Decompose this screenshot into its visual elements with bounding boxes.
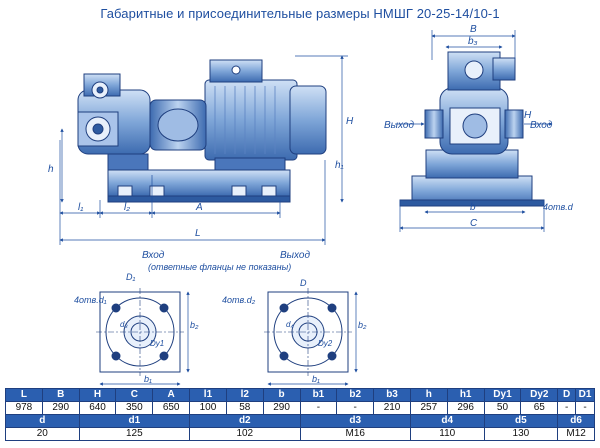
table1-header-cell: C [115,388,154,402]
flange-d3-label: d₃ [120,320,128,329]
table2-value-cell: 130 [483,427,559,441]
dim-C-label: C [470,218,478,229]
outlet-label: Выход [384,120,414,131]
table2-value-row: 20 125 102 M16 110 130 M12 [5,427,595,441]
dim-L-label: L [195,228,201,239]
flange-outlet-title: Выход [280,250,310,261]
table2-header-cell: d6 [557,414,595,428]
table1-value-cell: 100 [189,401,227,415]
table1-value-cell: - [336,401,375,415]
table2-value-cell: M12 [557,427,595,441]
table2-header-cell: d5 [483,414,559,428]
flange-inlet-title: Вход [142,250,165,261]
table2-value-cell: 20 [5,427,80,441]
dim-H-label: H [346,116,354,127]
dim-l2-label: l₂ [124,202,130,213]
dim-l1-label: l₁ [78,202,83,213]
flange-note: (ответные фланцы не показаны) [148,262,291,272]
flange-d4-label: d₄ [286,320,294,329]
holes-d-label: 4отв.d [543,202,574,212]
flange-b2-label: b₂ [190,320,199,330]
table1-value-row: 978 290 640 350 650 100 58 290 - - 210 2… [5,401,595,415]
table1-value-cell: 290 [262,401,301,415]
table1-value-cell: 210 [373,401,411,415]
table2-header-row: d d1 d2 d3 d4 d5 d6 [5,414,595,428]
table1-header-cell: Dy2 [520,388,559,402]
table1-header-cell: D1 [575,388,595,402]
dim-b2-side: B [470,24,477,35]
table1-value-cell: 650 [152,401,191,415]
table1-header-cell: b3 [373,388,411,402]
table2-value-cell: 110 [409,427,485,441]
H-side-label: H [524,110,532,121]
table1-header-cell: b2 [336,388,375,402]
table1-header-cell: D [557,388,577,402]
table1-value-cell: - [557,401,577,415]
table1-header-row: L B H C A l1 l2 b b1 b2 b3 h h1 Dy1 Dy2 … [5,388,595,402]
dim-h1-label: h₁ [335,160,344,171]
flange-D1-label: D₁ [126,272,135,282]
table1-value-cell: 978 [5,401,43,415]
table1-value-cell: 58 [225,401,264,415]
dim-h-label: h [48,164,54,175]
table1-value-cell: - [299,401,338,415]
table1-header-cell: b [262,388,301,402]
dimensions-table: L B H C A l1 l2 b b1 b2 b3 h h1 Dy1 Dy2 … [5,388,595,441]
technical-drawing: h l₁ l₂ A L H h₁ B b₃ b C Выход Вход 4от… [48,24,574,386]
table2-header-cell: d [5,414,80,428]
inlet-label: Вход [530,120,553,131]
outlet-flange [264,288,358,386]
flange-holes-d1: 4отв.d₁ [74,295,107,305]
inlet-flange [96,288,190,386]
table2-value-cell: 125 [78,427,191,441]
table1-value-cell: 50 [483,401,522,415]
table1-value-cell: 640 [78,401,117,415]
dim-A-label: A [195,202,203,213]
base-frame [107,169,291,197]
table1-value-cell: 257 [409,401,448,415]
flange-holes-d2: 4отв.d₂ [222,295,256,305]
table1-value-cell: 65 [520,401,559,415]
motor-body [204,79,298,161]
flange-Dy1-label: Dy1 [150,339,164,348]
side-view [399,51,545,207]
table1-header-cell: L [5,388,43,402]
table2-header-cell: d4 [409,414,485,428]
table1-value-cell: - [575,401,595,415]
table1-header-cell: Dy1 [483,388,522,402]
table1-header-cell: h1 [446,388,485,402]
flange-Dy2-label: Dy2 [318,339,333,348]
flange-b1-out-label: b₁ [312,374,320,384]
table1-header-cell: h [409,388,448,402]
table1-value-cell: 350 [115,401,154,415]
table2-header-cell: d3 [299,414,411,428]
table1-header-cell: l2 [225,388,264,402]
table1-header-cell: B [41,388,80,402]
flange-b1-label: b₁ [144,374,152,384]
table2-value-cell: M16 [299,427,411,441]
dim-b-label: b [470,202,476,213]
table1-header-cell: A [152,388,191,402]
table1-value-cell: 290 [41,401,80,415]
flange-D-label: D [300,278,307,288]
table1-header-cell: l1 [189,388,227,402]
table1-header-cell: H [78,388,117,402]
table2-header-cell: d2 [189,414,301,428]
dim-b3-label: b₃ [468,36,478,47]
front-view [77,59,327,203]
page-title: Габаритные и присоединительные размеры Н… [100,6,500,21]
table1-header-cell: b1 [299,388,338,402]
flange-b2-out-label: b₂ [358,320,367,330]
table2-header-cell: d1 [78,414,191,428]
table2-value-cell: 102 [189,427,301,441]
table1-value-cell: 296 [446,401,485,415]
